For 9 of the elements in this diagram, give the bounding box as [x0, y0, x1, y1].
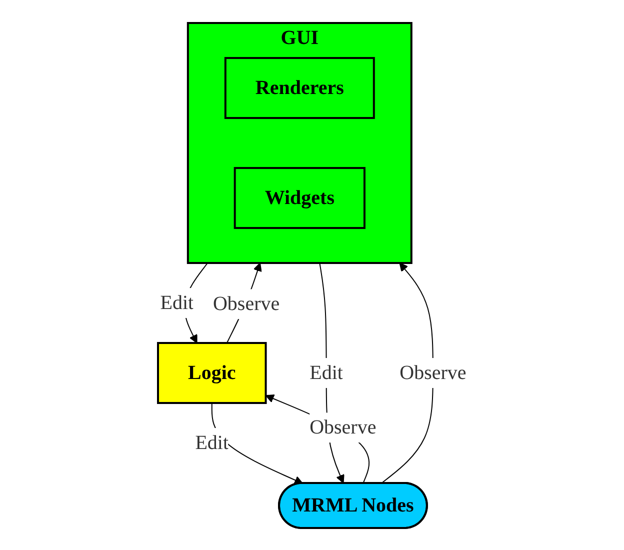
node-box: Renderers [224, 56, 375, 118]
node-box: Logic [156, 342, 267, 404]
edge-label: Edit [195, 431, 228, 454]
edge-label: Observe [212, 292, 280, 315]
edge-label: Observe [309, 416, 376, 438]
edge-label: Edit [310, 361, 343, 384]
node-box: Widgets [234, 166, 366, 228]
edge-label: Observe [400, 361, 466, 384]
edge-label: Edit [160, 291, 194, 314]
